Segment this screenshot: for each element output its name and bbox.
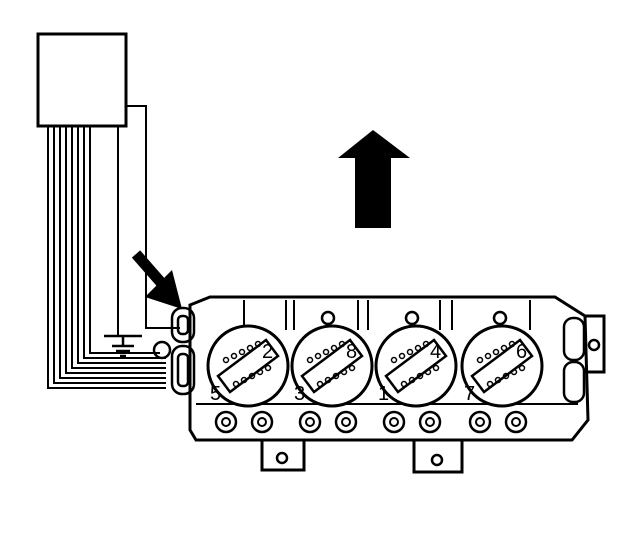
coil-4: 67 [460, 324, 544, 434]
connector-icon [152, 306, 196, 396]
coil-2: 83 [290, 324, 374, 434]
coil-top-label: 8 [346, 341, 357, 363]
right-connector [562, 316, 586, 404]
arrow-up-icon [338, 130, 410, 228]
coil-bottom-label: 1 [378, 383, 389, 405]
arrow-pointer-icon [131, 250, 182, 309]
coil-bottom-label: 5 [210, 383, 221, 405]
coil-top-label: 2 [262, 341, 273, 363]
ground-symbol-icon [104, 334, 142, 358]
coil-top-label: 6 [516, 341, 527, 363]
coil-3: 41 [374, 324, 458, 434]
coil-1: 25 [206, 324, 290, 434]
coil-top-label: 4 [430, 341, 441, 363]
control-module-box [36, 32, 128, 128]
coil-bottom-label: 7 [464, 383, 475, 405]
coil-bottom-label: 3 [294, 383, 305, 405]
